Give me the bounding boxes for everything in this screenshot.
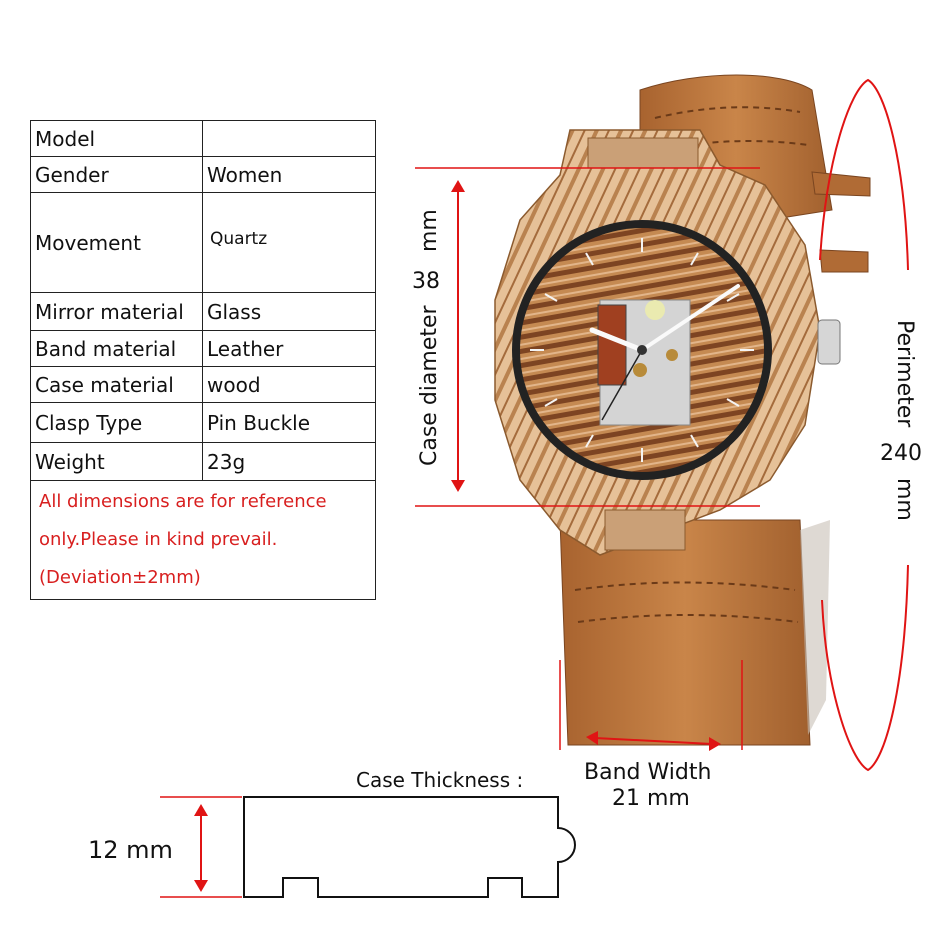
spec-value: wood: [202, 366, 376, 403]
table-row: All dimensions are for reference only.Pl…: [30, 480, 376, 600]
case-diameter-label: Case diameter: [417, 304, 442, 466]
table-row: Clasp Type Pin Buckle: [30, 402, 376, 443]
table-row: Band material Leather: [30, 330, 376, 367]
spec-key: Weight: [30, 442, 203, 481]
spec-key: Mirror material: [30, 292, 203, 331]
table-row: Weight 23g: [30, 442, 376, 481]
note-line: All dimensions are for reference: [39, 491, 327, 512]
spec-key: Case material: [30, 366, 203, 403]
watch-case: [494, 129, 841, 556]
perimeter-unit: mm: [892, 478, 917, 521]
case-profile-outline: [243, 796, 576, 898]
case-thickness-label: Case Thickness :: [356, 768, 523, 792]
spec-value: Leather: [202, 330, 376, 367]
second-hand: [601, 349, 643, 421]
case-diameter-dimension: 38 Case diameter mm: [412, 167, 760, 507]
spec-key: Model: [30, 120, 203, 157]
case-diameter-unit: mm: [417, 209, 442, 252]
table-row: Mirror material Glass: [30, 292, 376, 331]
spec-value: Women: [202, 156, 376, 193]
note-line: (Deviation±2mm): [39, 567, 201, 588]
minute-hand: [640, 284, 740, 352]
band-width-label: Band Width: [584, 760, 711, 785]
spec-value: Quartz: [202, 192, 376, 293]
spec-table: Model Gender Women Movement Quartz Mirro…: [30, 120, 376, 600]
case-thickness-dimension: Case Thickness : 12 mm: [88, 768, 576, 898]
table-row: Movement Quartz: [30, 192, 376, 293]
band-width-value: 21 mm: [612, 786, 690, 811]
spec-value: Pin Buckle: [202, 402, 376, 443]
perimeter-label: Perimeter: [892, 320, 917, 428]
case-thickness-value: 12 mm: [88, 836, 173, 864]
perimeter-value: 240: [880, 441, 922, 466]
spec-value: [202, 120, 376, 157]
crown: [817, 319, 841, 365]
reference-note: All dimensions are for reference only.Pl…: [30, 480, 376, 600]
case-diameter-value: 38: [412, 269, 440, 294]
table-row: Case material wood: [30, 366, 376, 403]
spec-value: 23g: [202, 442, 376, 481]
band-width-dimension: Band Width 21 mm: [559, 660, 743, 811]
note-line: only.Please in kind prevail.: [39, 529, 278, 550]
perimeter-dimension: Perimeter 240 mm: [819, 78, 922, 772]
hour-hand: [589, 327, 645, 353]
table-row: Model: [30, 120, 376, 157]
strap-bottom: [559, 519, 830, 746]
